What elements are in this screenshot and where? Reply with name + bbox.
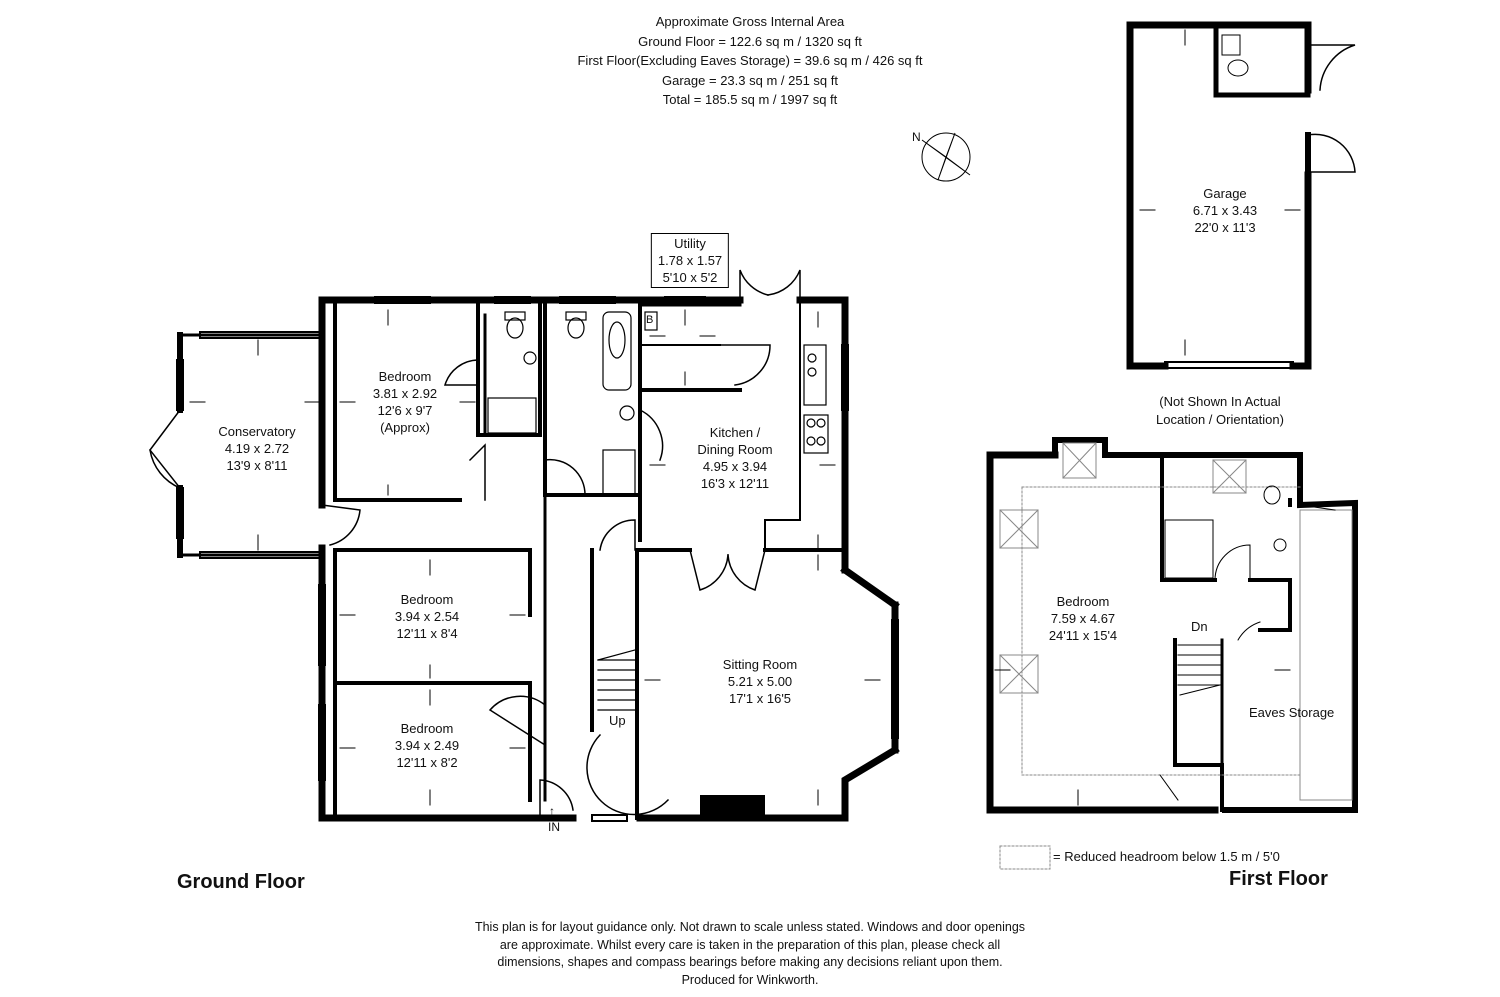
stairs-up-label: Up (609, 713, 626, 728)
compass-north-label: N (912, 130, 921, 144)
first-floor-walls (986, 437, 1358, 814)
room-bedroom-2: Bedroom 3.94 x 2.54 12'11 x 8'4 (394, 592, 460, 641)
room-garage: Garage 6.71 x 3.43 22'0 x 11'3 (1192, 186, 1258, 235)
ground-floor-windows (176, 296, 899, 822)
fireplace (700, 795, 765, 821)
ground-floor-dimension-ticks (189, 309, 881, 806)
entrance-arrow-icon: ↑ (549, 804, 555, 818)
area-garage: Garage = 23.3 sq m / 251 sq ft (662, 72, 838, 88)
ground-floor-walls (177, 296, 900, 822)
room-eaves-storage: Eaves Storage (1249, 705, 1335, 720)
area-total: Total = 185.5 sq m / 1997 sq ft (662, 92, 838, 107)
first-floor-features (994, 442, 1353, 870)
first-floor-title: First Floor (1229, 868, 1328, 890)
room-first-bedroom: Bedroom 7.59 x 4.67 24'11 x 15'4 (1048, 594, 1118, 643)
room-bedroom-3: Bedroom 3.94 x 2.49 12'11 x 8'2 (394, 721, 460, 770)
area-heading: Approximate Gross Internal Area (655, 14, 845, 29)
area-first: First Floor(Excluding Eaves Storage) = 3… (577, 53, 923, 68)
area-summary: Approximate Gross Internal Area Ground F… (500, 12, 1000, 110)
room-utility: Utility 1.78 x 1.57 5'10 x 5'2 (650, 233, 730, 288)
entrance-label: IN (548, 820, 560, 834)
room-kitchen-dining: Kitchen / Dining Room 4.95 x 3.94 16'3 x… (697, 425, 773, 491)
stairs-down-label: Dn (1191, 619, 1208, 634)
room-bedroom-1: Bedroom 3.81 x 2.92 12'6 x 9'7 (Approx) (372, 369, 438, 435)
area-ground: Ground Floor = 122.6 sq m / 1320 sq ft (638, 33, 862, 49)
ground-floor-title: Ground Floor (177, 871, 305, 893)
ground-floor-fixtures (487, 311, 829, 711)
boiler-marker: B (646, 314, 654, 326)
room-conservatory: Conservatory 4.19 x 2.72 13'9 x 8'11 (218, 424, 296, 473)
disclaimer: This plan is for layout guidance only. N… (474, 920, 1026, 987)
room-sitting-room: Sitting Room 5.21 x 5.00 17'1 x 16'5 (722, 657, 798, 706)
headroom-legend: = Reduced headroom below 1.5 m / 5'0 (1053, 849, 1280, 864)
ground-floor-doors (148, 269, 801, 819)
garage-walls (1126, 21, 1356, 370)
compass-rose (921, 132, 971, 182)
garage-location-note: (Not Shown In Actual Location / Orientat… (1156, 394, 1284, 427)
